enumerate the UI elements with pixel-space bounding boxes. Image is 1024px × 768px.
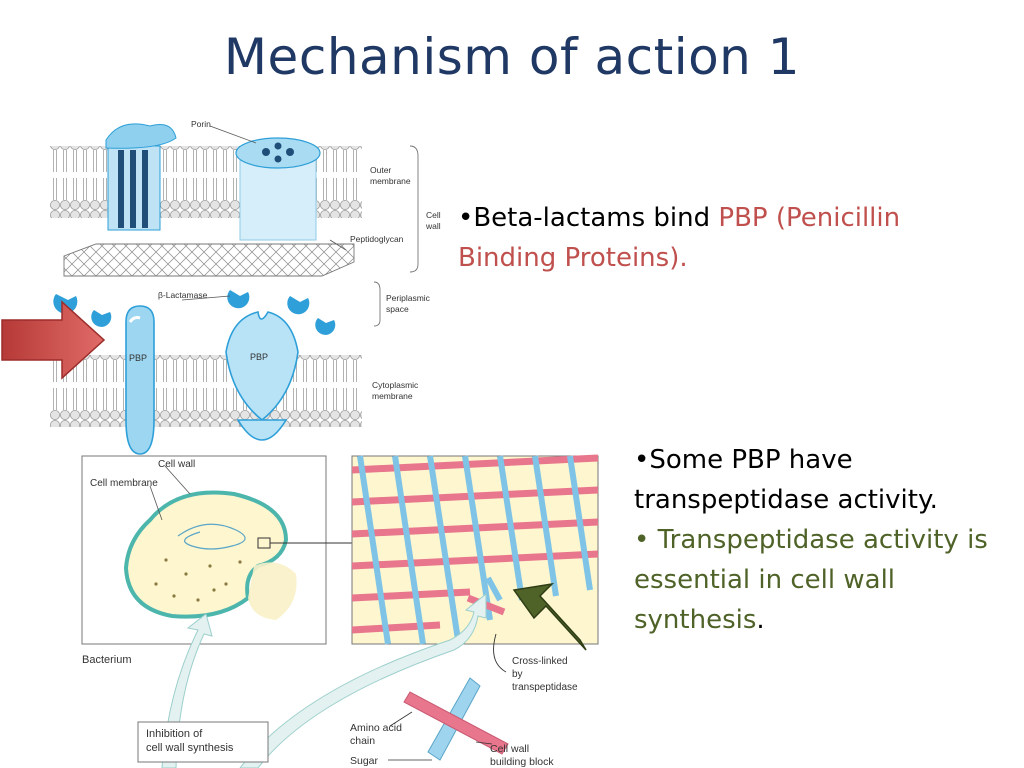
bullet-marker: •	[634, 445, 650, 475]
bullet-highlight-olive: Transpeptidase activity is essential in …	[634, 525, 988, 635]
peptidoglycan-label: Peptidoglycan	[350, 234, 404, 244]
bullet-transpeptidase: •Some PBP have transpeptidase activity.	[634, 440, 1014, 520]
outer-membrane-label: Outer	[370, 165, 391, 175]
inhibition-box	[137, 721, 269, 763]
bullet-text: Some PBP have transpeptidase activity.	[634, 445, 938, 515]
beta-lactamase-molecules	[53, 290, 336, 335]
flow-arrow-2	[239, 592, 487, 768]
bullet-text: Beta-lactams bind	[473, 203, 719, 233]
amino-acid-label-2: chain	[350, 735, 375, 747]
pbp-left-label: PBP	[129, 353, 147, 363]
cell-wall-label: Cell	[426, 210, 441, 220]
bullet-highlight-red: PBP (Penicillin Binding Proteins).	[458, 203, 901, 273]
inhibition-label-2: cell wall synthesis	[146, 742, 234, 754]
cross-linked-label-3: transpeptidase	[512, 682, 578, 693]
pbp-left	[125, 305, 155, 455]
peptidoglycan-layer	[63, 243, 355, 277]
cross-linked-label: Cross-linked	[512, 656, 568, 667]
porin-label: Porin	[191, 119, 211, 129]
cytoplasmic-membrane	[50, 355, 362, 427]
bacterium-panel	[81, 455, 352, 645]
bullet-cell-wall-synthesis: • Transpeptidase activity is essential i…	[634, 520, 1014, 640]
green-arrow	[512, 582, 587, 651]
slide-title: Mechanism of action 1	[223, 28, 801, 86]
cytoplasmic-label: Cytoplasmic	[372, 380, 419, 390]
bullet-marker: •	[634, 525, 658, 555]
beta-lactamase-label: β-Lactamase	[158, 290, 208, 300]
sugar-label: Sugar	[350, 755, 379, 767]
outer-membrane-label-2: membrane	[370, 176, 411, 186]
cell-membrane-label: Cell membrane	[90, 478, 158, 489]
amino-acid-label: Amino acid	[350, 722, 402, 734]
cell-wall-label-bacterium: Cell wall	[158, 459, 195, 470]
bacterium-label: Bacterium	[82, 654, 132, 666]
building-block	[403, 677, 509, 761]
bullet-end: .	[756, 605, 765, 635]
membrane-diagram: Porin Outer membrane Cell wall Peptidogl…	[50, 119, 441, 455]
building-block-label: Cell wall	[490, 743, 529, 755]
periplasmic-label: Periplasmic	[386, 293, 431, 303]
red-arrow	[1, 300, 106, 380]
pbp-right-label: PBP	[250, 352, 268, 362]
cytoplasmic-label-2: membrane	[372, 391, 413, 401]
bullet-pbp-binding: •Beta-lactams bind PBP (Penicillin Bindi…	[458, 198, 978, 278]
porin-protein	[105, 123, 177, 231]
cross-linked-label-2: by	[512, 669, 523, 680]
cell-wall-label-2: wall	[425, 221, 441, 231]
porin-disk	[235, 137, 321, 241]
pbp-right	[225, 311, 299, 441]
building-block-label-2: building block	[490, 756, 554, 768]
bullet-marker: •	[458, 203, 474, 233]
inhibition-label: Inhibition of	[146, 728, 203, 740]
bacterium-cell	[123, 490, 289, 619]
periplasmic-label-2: space	[386, 304, 409, 314]
